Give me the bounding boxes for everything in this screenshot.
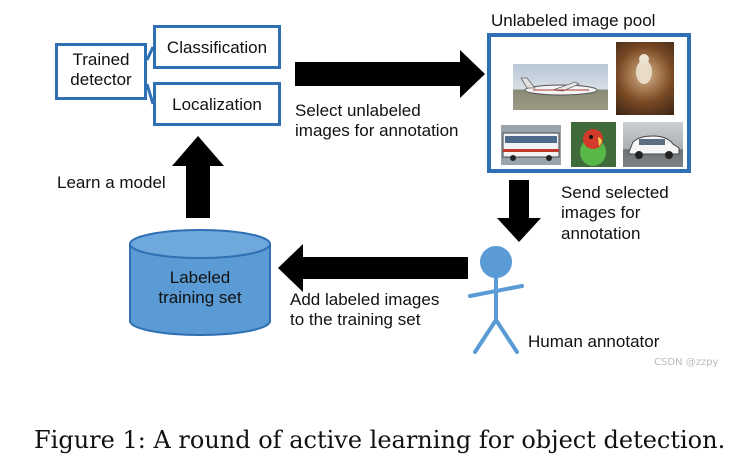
connector-localization xyxy=(145,83,155,105)
add-labeled-text: Add labeled images to the training set xyxy=(290,290,440,330)
arrow-to-detector xyxy=(172,136,224,218)
car-shape xyxy=(628,135,680,159)
car-image xyxy=(623,122,683,167)
classification-label: Classification xyxy=(166,38,268,57)
parrot-shape xyxy=(580,129,606,166)
trained-detector-label: Trained detector xyxy=(70,50,132,90)
parrot-image xyxy=(571,122,616,167)
trained-detector-box: Trained detector xyxy=(55,43,147,100)
localization-box: Localization xyxy=(153,82,281,126)
arrow-to-dataset xyxy=(278,244,468,292)
unlabeled-image-pool xyxy=(487,33,691,173)
classification-box: Classification xyxy=(153,25,281,69)
localization-label: Localization xyxy=(172,95,262,114)
send-selected-text: Send selected images for annotation xyxy=(561,183,669,243)
select-unlabeled-text: Select unlabeled images for annotation xyxy=(295,101,459,141)
bus-image xyxy=(501,125,561,165)
labeled-training-set-cylinder xyxy=(129,229,271,336)
bus-shape xyxy=(502,132,560,161)
arrow-to-human xyxy=(497,180,541,242)
airplane-shape xyxy=(520,77,598,96)
bird-tree-image xyxy=(616,42,674,115)
labeled-training-set-label: Labeled training set xyxy=(158,268,242,308)
airplane-image xyxy=(513,64,608,110)
connector-classification xyxy=(145,46,155,61)
watermark: CSDN @zzpy xyxy=(654,357,719,368)
human-annotator-icon xyxy=(468,246,524,354)
bird-shape xyxy=(636,54,652,84)
learn-model-text: Learn a model xyxy=(57,173,166,192)
pool-title: Unlabeled image pool xyxy=(491,11,656,30)
arrow-to-pool xyxy=(295,50,485,98)
figure-caption: Figure 1: A round of active learning for… xyxy=(34,426,726,454)
human-annotator-label: Human annotator xyxy=(528,332,660,351)
